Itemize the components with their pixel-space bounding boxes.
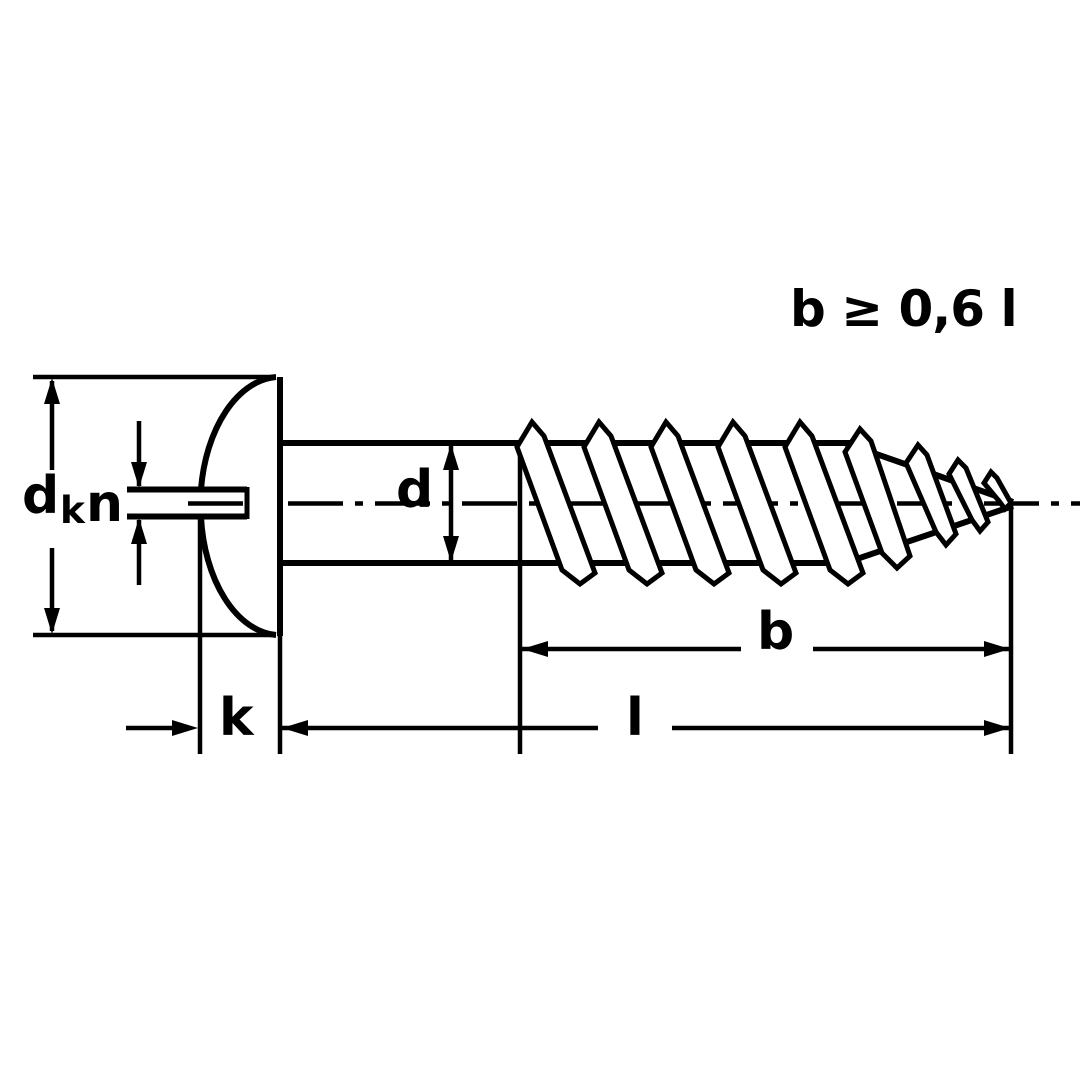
head-dome-arc-upper: [198, 374, 277, 490]
n-arrow-down: [131, 462, 147, 488]
b-arrow-right: [984, 641, 1010, 657]
head-dome-arc-lower: [198, 516, 277, 638]
thread-flights: [514, 417, 1015, 588]
k-arrow-right: [172, 720, 198, 736]
label-total-length-l: l: [626, 688, 644, 748]
label-thread-length-b: b: [757, 602, 795, 662]
formula-thread-length-rule: b ≥ 0,6 l: [790, 280, 1018, 338]
thread-flight: [648, 417, 733, 588]
dk-arrow-up: [44, 378, 60, 404]
label-head-diameter-dk: dk: [22, 466, 85, 533]
thread-flight: [581, 417, 666, 588]
b-arrow-left: [522, 641, 548, 657]
screw-shank: [280, 440, 513, 566]
thread-flight: [715, 417, 800, 588]
dimension-k: [126, 517, 283, 754]
l-arrow-left: [282, 720, 308, 736]
l-arrow-right: [984, 720, 1010, 736]
d-arrow-down: [443, 536, 459, 562]
dimension-n: [131, 421, 147, 585]
thread-flight: [903, 440, 959, 549]
thread-flight: [842, 424, 913, 572]
dimension-b: [522, 641, 1010, 657]
dimension-d: [443, 444, 459, 562]
n-arrow-up: [131, 518, 147, 544]
label-head-height-k: k: [219, 688, 254, 748]
dimension-l: [282, 503, 1014, 754]
d-arrow-up: [443, 444, 459, 470]
dk-arrow-down: [44, 608, 60, 634]
thread-flight: [782, 417, 867, 588]
thread-flight: [946, 456, 991, 535]
dimension-dk: [33, 374, 276, 638]
label-shank-diameter-d: d: [396, 460, 434, 520]
thread-flight: [514, 417, 599, 588]
label-slot-width-n: n: [86, 474, 124, 534]
screw-head: [127, 374, 283, 638]
